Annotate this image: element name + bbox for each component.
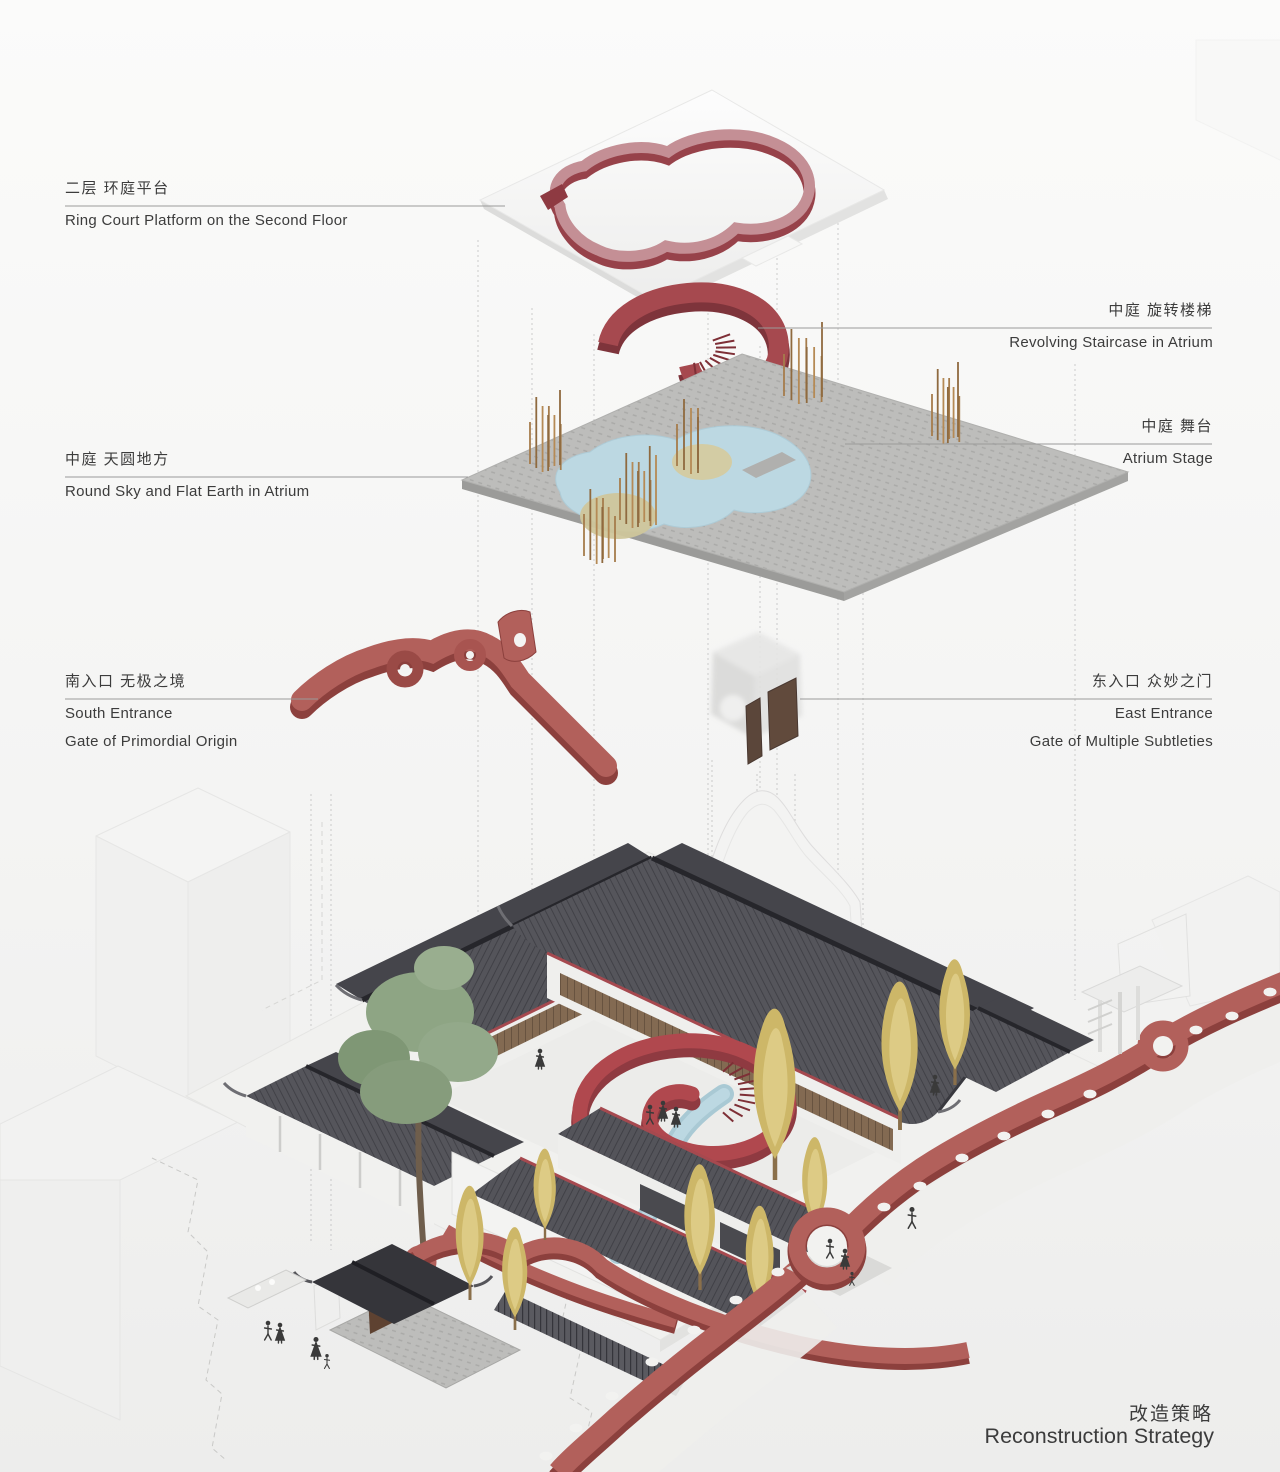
label-south-entrance-zh: 南入口 无极之境 bbox=[65, 673, 187, 690]
label-atrium-stage-en: Atrium Stage bbox=[1122, 450, 1213, 467]
label-atrium-stage-zh: 中庭 舞台 bbox=[1141, 418, 1213, 435]
pedestrian bbox=[274, 1322, 286, 1344]
street-gate-structure bbox=[1080, 913, 1191, 1054]
pedestrian bbox=[849, 1271, 855, 1286]
east-entrance-gate-model bbox=[711, 632, 802, 765]
pedestrian bbox=[907, 1206, 917, 1229]
stage-circle-1 bbox=[580, 493, 656, 539]
wall-loop bbox=[1137, 1020, 1189, 1072]
label-ring-court-platform-zh: 二层 环庭平台 bbox=[65, 180, 170, 197]
pedestrian bbox=[929, 1074, 941, 1096]
pedestrian bbox=[263, 1320, 273, 1341]
label-east-entrance-zh: 东入口 众妙之门 bbox=[1091, 673, 1213, 690]
label-round-sky-zh: 中庭 天圆地方 bbox=[65, 451, 170, 468]
pedestrian bbox=[645, 1104, 655, 1125]
timber-slat-fence bbox=[494, 1290, 688, 1396]
pedestrian bbox=[323, 1354, 331, 1370]
label-revolving-staircase-zh: 中庭 旋转楼梯 bbox=[1108, 302, 1213, 319]
south-entrance-ribbon-model bbox=[290, 609, 618, 785]
label-ring-court-platform-en: Ring Court Platform on the Second Floor bbox=[65, 212, 348, 229]
main-courtyard-building-model bbox=[184, 843, 1104, 1396]
label-south-entrance-en: South Entrance bbox=[65, 705, 173, 722]
stage-circle-2 bbox=[672, 444, 732, 480]
ring-court-platform-model bbox=[478, 89, 888, 309]
perimeter-red-wall-model bbox=[539, 972, 1280, 1472]
pedestrian bbox=[825, 1238, 835, 1259]
pedestrian-figures bbox=[263, 1048, 941, 1370]
annotation-leader-lines bbox=[65, 205, 1212, 700]
atrium-stage-platform-model bbox=[460, 322, 1130, 601]
pedestrian bbox=[310, 1336, 322, 1361]
pedestrian bbox=[839, 1248, 851, 1270]
label-south-entrance-en2: Gate of Primordial Origin bbox=[65, 733, 238, 750]
stone-trough bbox=[226, 1269, 308, 1309]
wall-round-holes bbox=[539, 987, 1277, 1461]
label-east-entrance-en: East Entrance bbox=[1114, 705, 1213, 722]
gate-door-panel bbox=[745, 697, 763, 765]
gate-door-panel bbox=[767, 677, 799, 751]
label-round-sky-en: Round Sky and Flat Earth in Atrium bbox=[65, 483, 310, 500]
label-east-entrance-en2: Gate of Multiple Subtleties bbox=[1029, 733, 1213, 750]
pedestrian bbox=[657, 1100, 669, 1122]
stage-ramp bbox=[742, 452, 796, 478]
label-revolving-staircase-en: Revolving Staircase in Atrium bbox=[1009, 334, 1213, 351]
pedestrian bbox=[534, 1048, 546, 1070]
diagram-title-zh: 改造策略 bbox=[1128, 1404, 1213, 1425]
diagram-title-en: Reconstruction Strategy bbox=[984, 1424, 1214, 1448]
gate-pavilion bbox=[226, 1244, 522, 1389]
pedestrian bbox=[670, 1106, 682, 1128]
bamboo-pole-screens bbox=[529, 322, 961, 564]
